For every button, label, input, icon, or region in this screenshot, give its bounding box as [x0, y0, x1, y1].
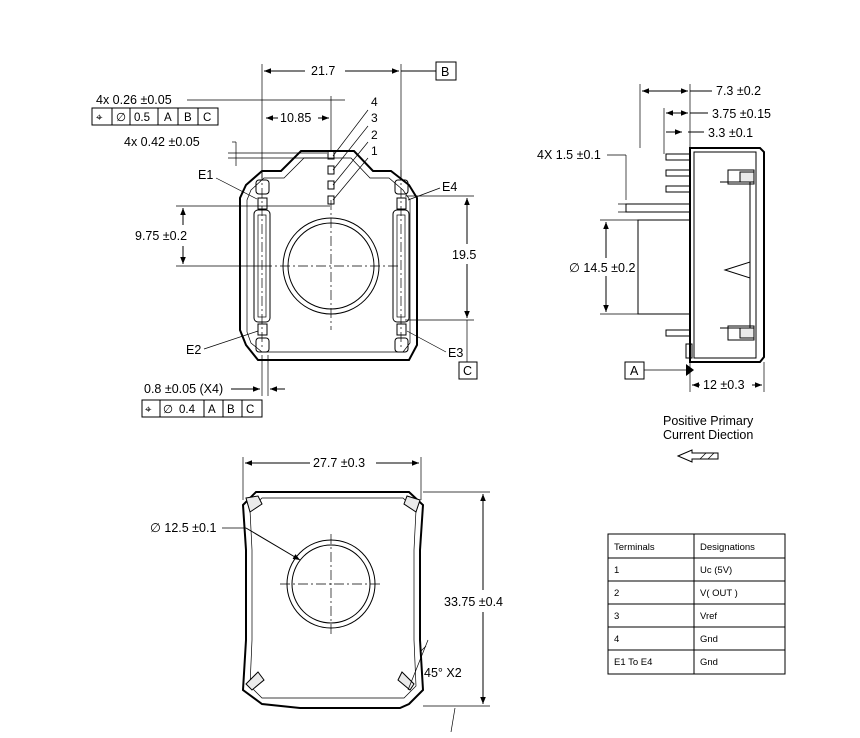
dim-half-width: 10.85: [280, 111, 311, 125]
current-direction-arrow-icon: [676, 449, 719, 463]
dim-bottom-dia: ∅ 12.5 ±0.1: [150, 521, 216, 535]
fcf-bottom: ⌖ ∅ 0.4 A B C: [141, 399, 263, 418]
table-cell: 1: [614, 565, 619, 576]
svg-text:B: B: [184, 112, 192, 124]
label-e1: E1: [198, 168, 213, 182]
table-cell: V( OUT ): [700, 588, 738, 599]
dim-left-height: 9.75 ±0.2: [135, 229, 187, 243]
svg-text:A: A: [164, 112, 172, 124]
top-view-outline: [239, 150, 418, 361]
dim-side-bottom: 12 ±0.3: [703, 378, 745, 392]
right-bus-slot: [392, 209, 410, 323]
datum-a: A: [630, 364, 639, 378]
pin-table: Terminals Designations 1 Uc (5V) 2 V( OU…: [607, 533, 786, 675]
pad-e2: [255, 337, 270, 353]
svg-text:⌖: ⌖: [145, 404, 152, 416]
side-view: 7.3 ±0.2 3.75 ±0.15 3.3 ±0.1 4X 1.5 ±0.1…: [537, 84, 771, 463]
pin-position-tol: 4x 0.26 ±0.05: [96, 93, 172, 107]
pad-e1: [255, 179, 270, 195]
svg-text:C: C: [246, 404, 254, 416]
dim-right-height: 19.5: [452, 248, 476, 262]
dim-side-total: 7.3 ±0.2: [716, 84, 761, 98]
dim-side-pins: 4X 1.5 ±0.1: [537, 148, 601, 162]
svg-text:0.5: 0.5: [134, 112, 150, 124]
table-cell: 2: [614, 588, 619, 599]
label-e2: E2: [186, 343, 201, 357]
label-e4: E4: [442, 180, 457, 194]
table-cell: 4: [614, 634, 619, 645]
pin-number-3: 3: [371, 111, 378, 125]
table-header-designations: Designations: [700, 542, 755, 553]
current-label-2: Current Diection: [663, 428, 753, 442]
dim-side-mid: 3.75 ±0.15: [712, 107, 771, 121]
table-cell: Gnd: [700, 634, 718, 645]
table-cell: Gnd: [700, 657, 718, 668]
svg-text:B: B: [227, 404, 235, 416]
table-header-terminals: Terminals: [614, 542, 655, 553]
svg-text:⌖: ⌖: [96, 112, 103, 124]
pad-e3: [394, 337, 409, 353]
dim-side-small: 3.3 ±0.1: [708, 126, 753, 140]
pad-e4: [394, 179, 409, 195]
chamfer-label: 45° X2: [424, 666, 462, 680]
table-cell: E1 To E4: [614, 657, 652, 668]
svg-text:∅: ∅: [116, 112, 126, 124]
dim-side-dia: ∅ 14.5 ±0.2: [569, 261, 635, 275]
dim-bottom-height: 33.75 ±0.4: [444, 595, 503, 609]
datum-b: B: [441, 65, 449, 79]
table-cell: Vref: [700, 611, 717, 622]
top-view: 4 3 2 1 21.7 B 4x 0.26 ±0.05 ⌖ ∅ 0.5 A B: [91, 61, 478, 418]
bottom-view-outline: [241, 491, 425, 709]
signal-pins: [327, 150, 335, 205]
table-cell: Uc (5V): [700, 565, 732, 576]
pin-number-2: 2: [371, 128, 378, 142]
datum-c: C: [463, 364, 472, 378]
svg-text:A: A: [208, 404, 216, 416]
dim-bottom-width: 27.7 ±0.3: [313, 456, 365, 470]
svg-text:0.4: 0.4: [179, 404, 196, 416]
table-cell: 3: [614, 611, 619, 622]
pin-width-dim: 4x 0.42 ±0.05: [124, 135, 200, 149]
svg-text:∅: ∅: [163, 404, 173, 416]
fcf-top: ⌖ ∅ 0.5 A B C: [91, 107, 219, 126]
pin-number-4: 4: [371, 95, 378, 109]
pin-number-1: 1: [371, 144, 378, 158]
dim-pad-width: 0.8 ±0.05 (X4): [144, 382, 223, 396]
current-label-1: Positive Primary: [663, 414, 754, 428]
dim-top-width: 21.7: [311, 64, 335, 78]
side-view-boss: [637, 219, 691, 315]
label-e3: E3: [448, 346, 463, 360]
bottom-view: 27.7 ±0.3 ∅ 12.5 ±0.1 33.75 ±0.4 45° X2: [150, 456, 503, 733]
svg-text:C: C: [203, 112, 211, 124]
